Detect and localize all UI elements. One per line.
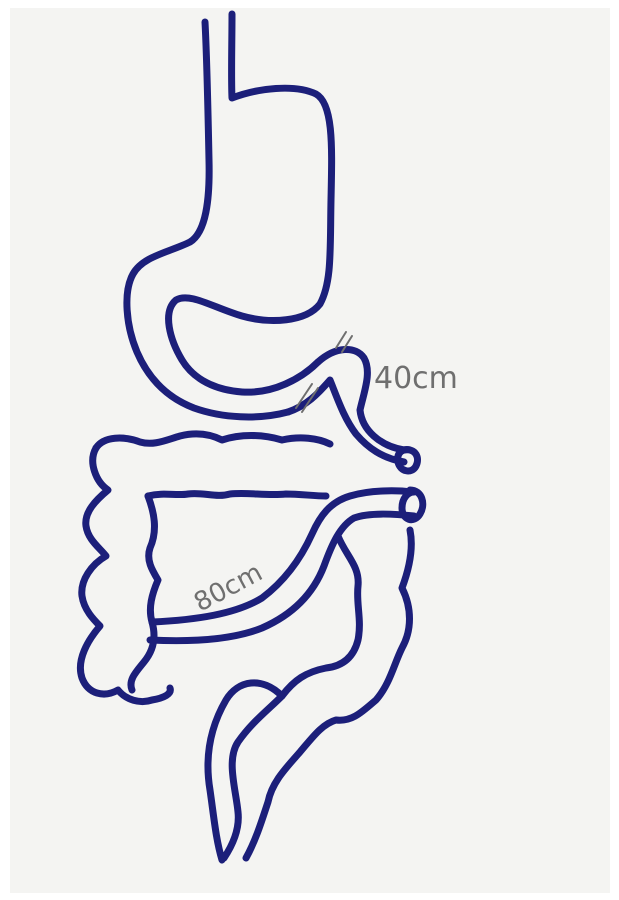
transverse-colon-bottom: [148, 493, 326, 496]
label-40cm: 40cm: [374, 361, 458, 396]
paper-sheet: [10, 8, 610, 893]
